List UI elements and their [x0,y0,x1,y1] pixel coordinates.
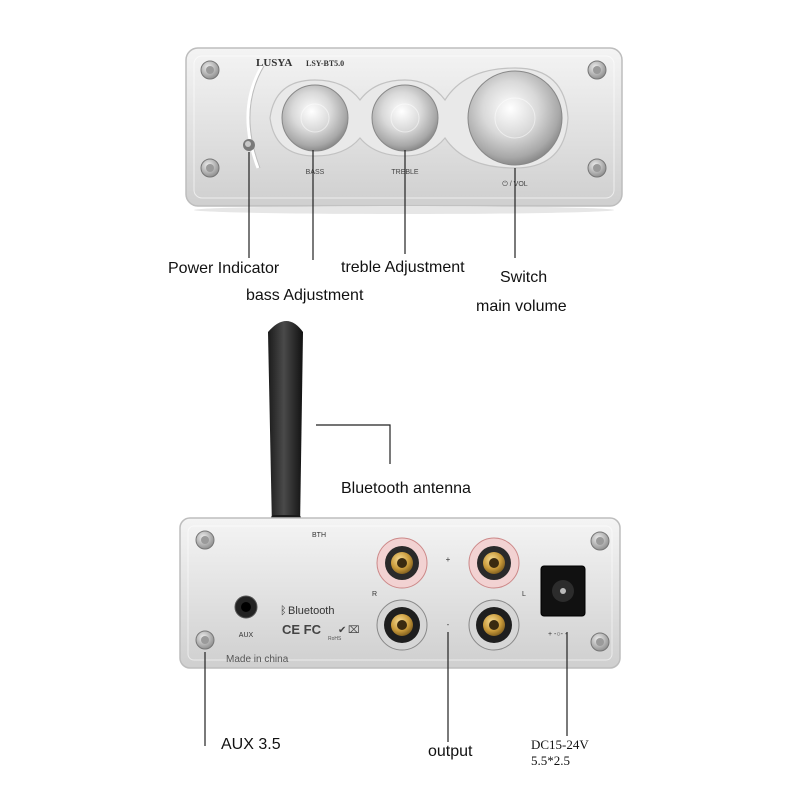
bluetooth-antenna-callout: Bluetooth antenna [341,480,471,497]
aux-jack[interactable] [234,595,258,619]
terminal-left-minus[interactable] [468,599,520,651]
bth-label: BTH [312,532,326,539]
left-channel-label: L [522,591,526,598]
dc-polarity-icon: + -○- - [548,631,568,638]
rear-panel: BTH AUX ᛒ Bluetooth CE FC ✔ ⌧ RoHS Made … [179,517,621,669]
cert-marks: CE FC [282,622,322,637]
aux-label: AUX [239,632,254,639]
treble-knob[interactable] [371,84,439,152]
rear-callout-lines [204,632,568,746]
bass-knob-label: BASS [306,169,325,176]
dc-size-callout: 5.5*2.5 [531,753,570,768]
screw-icon [195,630,215,650]
screw-icon [587,158,607,178]
bass-adjustment-callout: bass Adjustment [246,287,364,304]
bass-knob[interactable] [281,84,349,152]
plus-label: + [446,555,451,564]
power-led-icon [243,139,255,151]
minus-label: - [447,620,450,629]
aux-callout: AUX 3.5 [221,736,281,753]
right-channel-label: R [372,591,377,598]
switch-callout: Switch [500,269,548,286]
power-indicator-callout: Power Indicator [168,260,280,277]
dc-power-jack[interactable] [540,565,586,617]
front-panel: LUSYA LSY-BT5.0 BASS TREBLE ⏻ / VOL [185,47,623,214]
weee-bin-icon: ⌧ [348,625,360,636]
antenna-leader [316,424,391,464]
output-callout: output [428,743,473,760]
terminal-right-minus[interactable] [376,599,428,651]
screw-icon [590,632,610,652]
front-callout-lines [248,150,516,260]
screw-icon [200,158,220,178]
main-volume-callout: main volume [476,298,567,315]
screw-icon [195,530,215,550]
screw-icon [587,60,607,80]
bluetooth-icon: ᛒ [280,605,287,617]
terminal-left-plus[interactable] [468,537,520,589]
terminal-right-plus[interactable] [376,537,428,589]
volume-knob[interactable] [467,70,563,166]
model-text: LSY-BT5.0 [306,59,344,68]
brand-text: LUSYA [256,57,292,69]
treble-adjustment-callout: treble Adjustment [341,259,465,276]
rohs-label: RoHS [328,636,342,642]
screw-icon [590,531,610,551]
made-in-label: Made in china [226,654,289,665]
check-icon: ✔ [338,625,346,636]
bluetooth-label: Bluetooth [288,605,334,617]
dc-voltage-callout: DC15-24V [531,737,589,752]
screw-icon [200,60,220,80]
